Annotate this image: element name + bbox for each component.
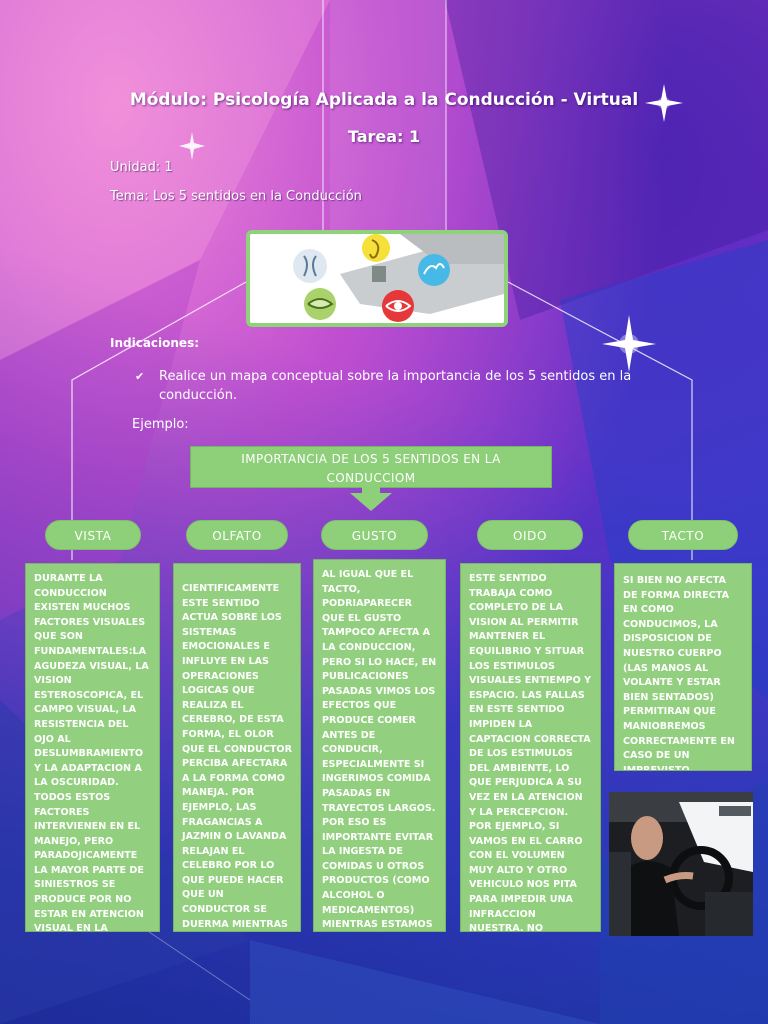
checkmark-icon: ✔ [135,370,145,383]
instructions-bullet-text: Realice un mapa conceptual sobre la impo… [159,369,632,403]
example-label: Ejemplo: [132,417,189,432]
concept-map-title: IMPORTANCIA DE LOS 5 SENTIDOS EN LA COND… [190,446,552,488]
pill-gusto: GUSTO [321,520,428,550]
box-gusto: AL IGUAL QUE EL TACTO, PODRIAPARECER QUE… [313,559,446,932]
box-olfato: CIENTIFICAMENTE ESTE SENTIDO ACTUA SOBRE… [173,563,301,932]
box-oido: ESTE SENTIDO TRABAJA COMO COMPLETO DE LA… [460,563,601,932]
box-vista: DURANTE LA CONDUCCION EXISTEN MUCHOS FAC… [25,563,160,932]
module-title: Módulo: Psicología Aplicada a la Conducc… [129,90,639,110]
instructions-bullet: ✔ Realice un mapa conceptual sobre la im… [135,367,635,405]
five-senses-illustration [246,230,508,327]
concept-map-title-line2: CONDUCCIOM [326,471,416,485]
hand-icon [418,254,450,286]
ear-icon [293,249,327,283]
instructions-heading: Indicaciones: [110,336,200,350]
box-tacto: SI BIEN NO AFECTA DE FORMA DIRECTA EN CO… [614,563,752,771]
pill-oido: OIDO [477,520,583,550]
ear-yellow-icon [362,234,390,262]
driver-photo [609,792,753,936]
task-title: Tarea: 1 [347,127,421,146]
pill-olfato: OLFATO [186,520,288,550]
unit-label: Unidad: 1 [110,160,173,175]
topic-label: Tema: Los 5 sentidos en la Conducción [110,189,362,204]
concept-map-title-line1: IMPORTANCIA DE LOS 5 SENTIDOS EN LA [241,452,501,466]
senses-icons-graphic [293,234,504,322]
pill-tacto: TACTO [628,520,738,550]
arrow-down-icon [350,487,392,511]
pill-vista: VISTA [45,520,141,550]
